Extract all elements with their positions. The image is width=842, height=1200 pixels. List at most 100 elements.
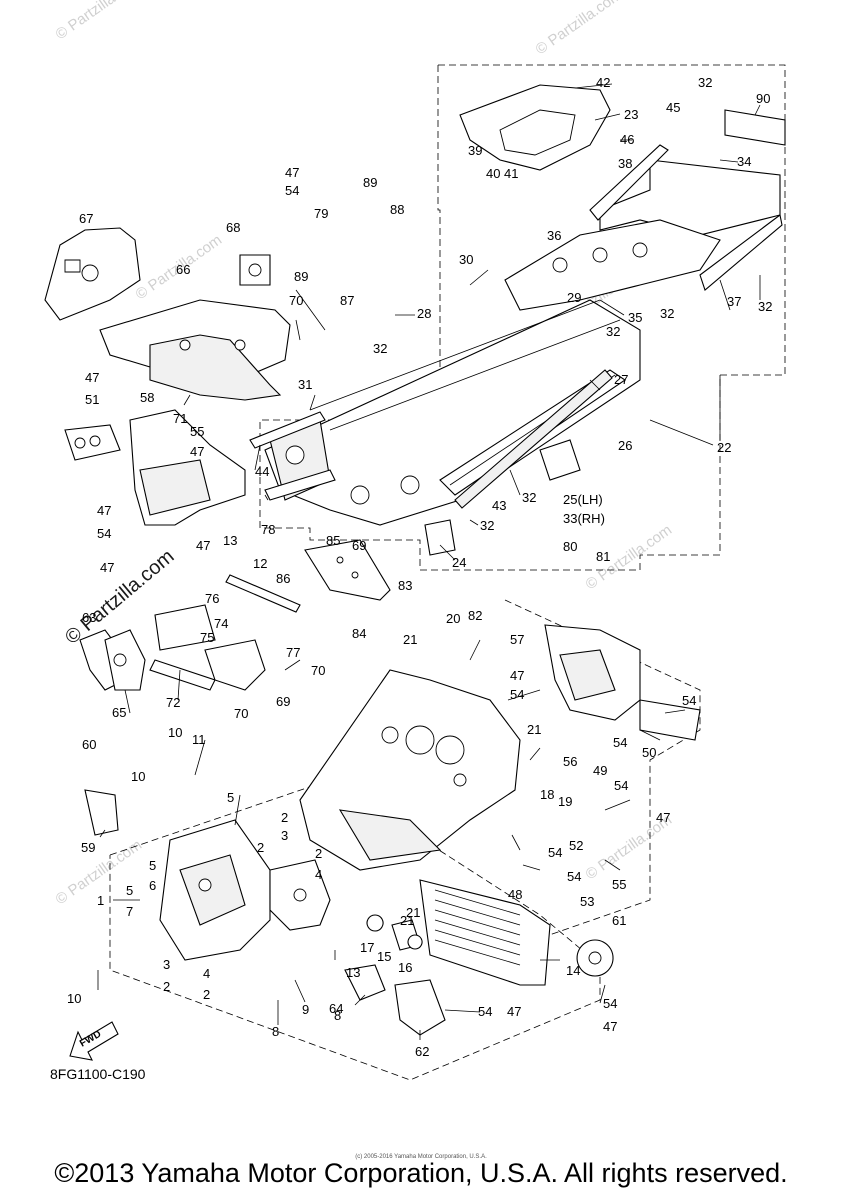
callout-23: 23	[624, 107, 638, 122]
part-59-bracket	[84, 789, 119, 836]
callout-2: 2	[315, 846, 322, 861]
callout-82: 82	[468, 608, 482, 623]
callout-4: 4	[315, 867, 322, 882]
callout-5: 5	[149, 858, 156, 873]
callout-2: 2	[163, 979, 170, 994]
part-12-shaft	[225, 574, 301, 613]
callout-54: 54	[510, 687, 524, 702]
part-66-67-upper-frame	[44, 227, 291, 401]
callout-47: 47	[507, 1004, 521, 1019]
callout-32: 32	[522, 490, 536, 505]
callout-47: 47	[285, 165, 299, 180]
callout-52: 52	[569, 838, 583, 853]
callout-15: 15	[377, 949, 391, 964]
callout-37: 37	[727, 294, 741, 309]
callout-83: 83	[398, 578, 412, 593]
callout-31: 31	[298, 377, 312, 392]
callout-2: 2	[203, 987, 210, 1002]
part-43-side-rail	[424, 369, 613, 556]
callout-70: 70	[311, 663, 325, 678]
callout-6: 6	[149, 878, 156, 893]
callout-44: 44	[255, 464, 269, 479]
part-1-7-front-left	[159, 819, 331, 961]
callout-67: 67	[79, 211, 93, 226]
part-62-64-covers	[344, 964, 446, 1036]
callout-8: 8	[272, 1024, 279, 1039]
callout-49: 49	[593, 763, 607, 778]
callout-60: 60	[82, 737, 96, 752]
callout-22: 22	[717, 440, 731, 455]
callout-63: 63	[82, 610, 96, 625]
callout-labels: 42 32 90 23 45 46 39 40 41 34 38 36 30 2…	[67, 75, 772, 1059]
callout-12: 12	[253, 556, 267, 571]
callout-20: 20	[446, 611, 460, 626]
callout-55: 55	[612, 877, 626, 892]
callout-85: 85	[326, 533, 340, 548]
callout-36: 36	[547, 228, 561, 243]
callout-21: 21	[400, 913, 414, 928]
callout-13: 13	[346, 965, 360, 980]
part-68-bracket	[239, 254, 271, 286]
callout-40: 40	[486, 166, 500, 181]
part-23-rear-bracket	[459, 84, 611, 171]
callout-32: 32	[373, 341, 387, 356]
part-84-plate	[304, 539, 391, 601]
callout-66: 66	[176, 262, 190, 277]
callout-47: 47	[510, 668, 524, 683]
callout-79: 79	[314, 206, 328, 221]
callout-32: 32	[660, 306, 674, 321]
diagram-code: 8FG1100-C190	[50, 1066, 146, 1082]
callout-30: 30	[459, 252, 473, 267]
callout-88: 88	[390, 202, 404, 217]
callout-86: 86	[276, 571, 290, 586]
callout-70: 70	[289, 293, 303, 308]
callout-75: 75	[200, 630, 214, 645]
callout-47: 47	[97, 503, 111, 518]
callout-54: 54	[567, 869, 581, 884]
callout-11: 11	[192, 732, 206, 747]
callout-48: 48	[508, 887, 522, 902]
callout-81: 81	[596, 549, 610, 564]
callout-51: 51	[85, 392, 99, 407]
callout-18: 18	[540, 787, 554, 802]
callout-54: 54	[285, 183, 299, 198]
callout-47: 47	[196, 538, 210, 553]
callout-54: 54	[613, 735, 627, 750]
callout-45: 45	[666, 100, 680, 115]
part-72-74-brackets	[149, 604, 266, 691]
callout-54: 54	[614, 778, 628, 793]
callout-3: 3	[163, 957, 170, 972]
callout-2: 2	[281, 810, 288, 825]
callout-72: 72	[166, 695, 180, 710]
callout-35: 35	[628, 310, 642, 325]
callout-70: 70	[234, 706, 248, 721]
part-15-16-17-hoses	[366, 914, 423, 951]
callout-10: 10	[67, 991, 81, 1006]
callout-39: 39	[468, 143, 482, 158]
callout-47: 47	[85, 370, 99, 385]
copyright-notice: ©2013 Yamaha Motor Corporation, U.S.A. A…	[54, 1158, 788, 1188]
callout-42: 42	[596, 75, 610, 90]
callout-50: 50	[642, 745, 656, 760]
leader-lines	[97, 83, 761, 1040]
callout-65: 65	[112, 705, 126, 720]
callout-64: 64	[329, 1001, 343, 1016]
callout-89: 89	[363, 175, 377, 190]
callout-21: 21	[406, 905, 420, 920]
callout-84: 84	[352, 626, 366, 641]
callout-90: 90	[756, 91, 770, 106]
callout-59: 59	[81, 840, 95, 855]
callout-16: 16	[398, 960, 412, 975]
callout-80: 80	[563, 539, 577, 554]
callout-53: 53	[580, 894, 594, 909]
copyright-small: (c) 2005-2016 Yamaha Motor Corporation, …	[355, 1154, 487, 1160]
callout-1: 1	[97, 893, 104, 908]
callout-47: 47	[100, 560, 114, 575]
callout-21: 21	[527, 722, 541, 737]
callout-32: 32	[758, 299, 772, 314]
callout-19: 19	[558, 794, 572, 809]
callout-54: 54	[682, 693, 696, 708]
callout-54: 54	[97, 526, 111, 541]
